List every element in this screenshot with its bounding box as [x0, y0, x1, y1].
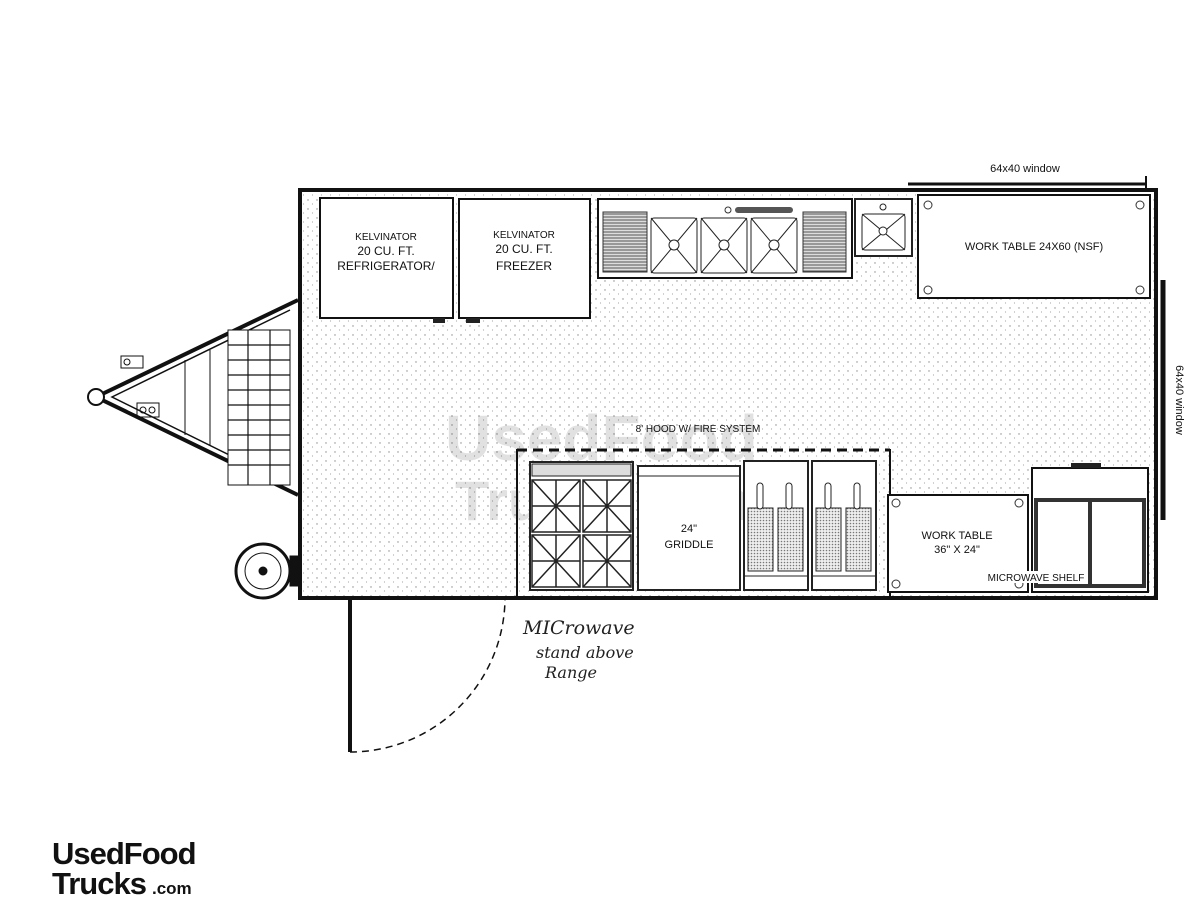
refrigerator: KELVINATOR 20 CU. FT. REFRIGERATOR/ [319, 197, 454, 323]
range-burners [529, 461, 634, 591]
svg-text:UsedFood: UsedFood [52, 836, 196, 871]
griddle: 24" GRIDDLE [637, 465, 741, 591]
fryer-1 [743, 460, 809, 591]
svg-text:36" X 24": 36" X 24" [934, 544, 980, 556]
svg-text:REFRIGERATOR/: REFRIGERATOR/ [337, 259, 435, 273]
svg-text:Trucks: Trucks [52, 866, 146, 901]
work-table-bottom: WORK TABLE 36" X 24" [887, 494, 1029, 593]
svg-text:20 CU. FT.: 20 CU. FT. [495, 242, 552, 256]
svg-text:GRIDDLE: GRIDDLE [665, 539, 714, 551]
svg-text:.com: .com [152, 879, 192, 898]
svg-text:WORK TABLE: WORK TABLE [921, 530, 992, 542]
trailer-tongue [87, 298, 299, 497]
fryer-2 [811, 460, 877, 591]
hand-sink [854, 198, 913, 257]
jack-wheel [234, 542, 301, 600]
svg-text:KELVINATOR: KELVINATOR [355, 232, 417, 243]
work-table-top: WORK TABLE 24X60 (NSF) [917, 194, 1151, 299]
svg-text:FREEZER: FREEZER [496, 259, 552, 273]
usedfoodtrucks-logo: UsedFood Trucks .com [52, 836, 197, 901]
svg-text:24": 24" [681, 523, 697, 535]
microwave-shelf: MICROWAVE SHELF [985, 463, 1149, 593]
hood-label: 8' HOOD W/ FIRE SYSTEM [636, 424, 761, 435]
svg-text:MICROWAVE SHELF: MICROWAVE SHELF [988, 573, 1085, 584]
handwritten-note: MICrowave stand above Range [522, 617, 635, 682]
svg-text:Range: Range [544, 663, 597, 682]
svg-text:MICrowave: MICrowave [522, 617, 635, 639]
three-compartment-sink [597, 198, 853, 279]
freezer: KELVINATOR 20 CU. FT. FREEZER [458, 198, 591, 323]
svg-text:20 CU. FT.: 20 CU. FT. [357, 244, 414, 258]
svg-text:stand above: stand above [536, 643, 634, 662]
svg-text:WORK TABLE 24X60 (NSF): WORK TABLE 24X60 (NSF) [965, 241, 1103, 253]
svg-text:KELVINATOR: KELVINATOR [493, 230, 555, 241]
top-window-label: 64x40 window [990, 163, 1060, 175]
right-window-label: 64x40 window [1173, 365, 1185, 435]
entry-door [348, 599, 506, 753]
